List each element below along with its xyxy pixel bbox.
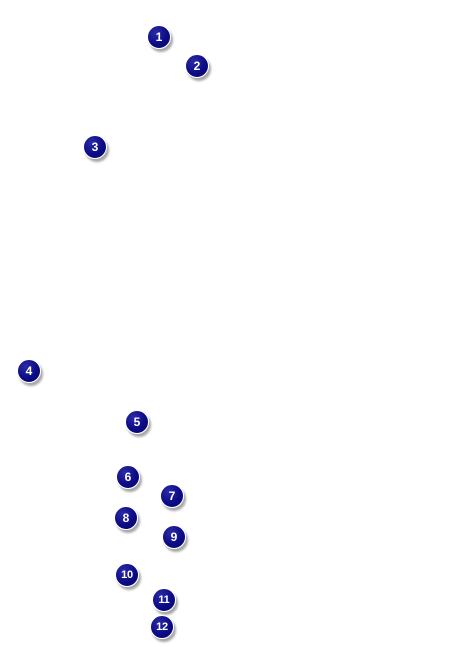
numbered-marker-5[interactable]: 5 [125, 410, 149, 434]
numbered-marker-2[interactable]: 2 [185, 54, 209, 78]
numbered-marker-3[interactable]: 3 [83, 135, 107, 159]
numbered-marker-4[interactable]: 4 [17, 359, 41, 383]
numbered-marker-1[interactable]: 1 [147, 25, 171, 49]
numbered-marker-8[interactable]: 8 [114, 506, 138, 530]
numbered-marker-6[interactable]: 6 [116, 465, 140, 489]
numbered-marker-7[interactable]: 7 [160, 484, 184, 508]
numbered-marker-12[interactable]: 12 [150, 615, 174, 639]
numbered-marker-10[interactable]: 10 [115, 563, 139, 587]
numbered-marker-9[interactable]: 9 [162, 525, 186, 549]
numbered-marker-11[interactable]: 11 [152, 588, 176, 612]
